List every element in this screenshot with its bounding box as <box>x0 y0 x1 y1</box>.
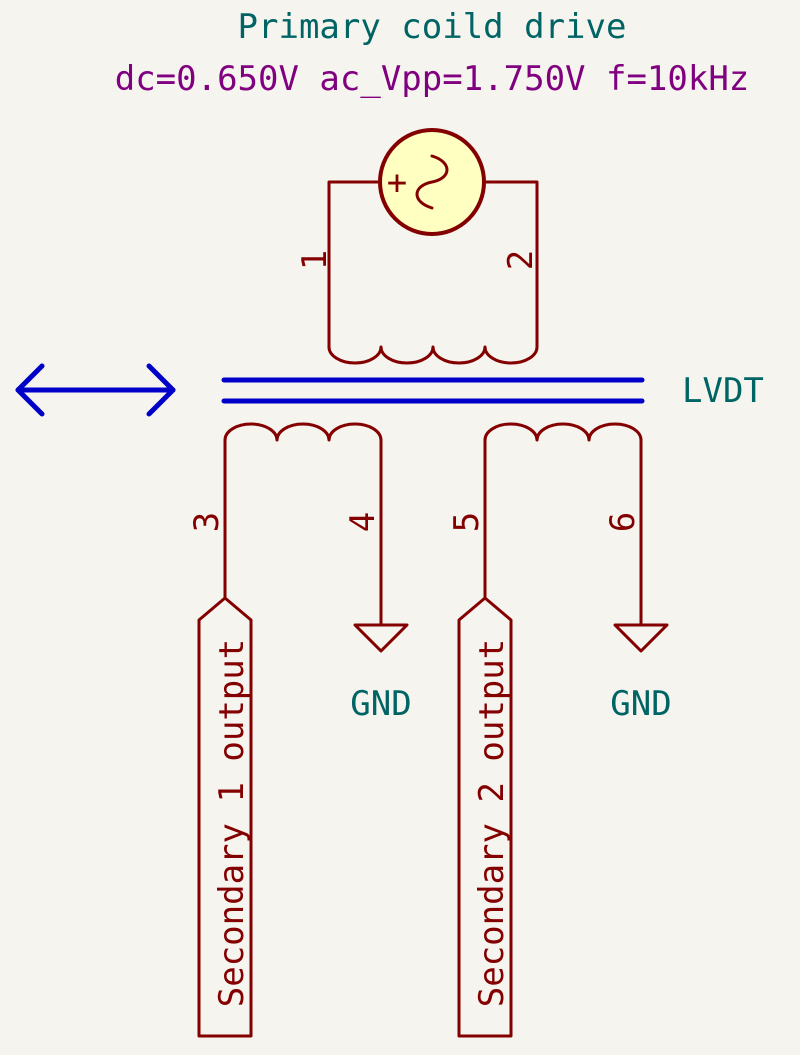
source-plus-sign: + <box>387 163 407 203</box>
pin-2-label: 2 <box>501 250 541 270</box>
pin-6-label: 6 <box>603 512 643 532</box>
ground-icon <box>353 623 409 653</box>
primary-wire-right <box>482 180 539 349</box>
secondary-2-output-label[interactable]: Secondary 2 output <box>457 596 513 1038</box>
gnd-symbol-2[interactable]: GND <box>610 623 672 724</box>
gnd-symbol-1[interactable]: GND <box>350 623 412 724</box>
secondary-1-output-text: Secondary 1 output <box>212 639 252 1007</box>
secondary-coil-1 <box>223 422 383 442</box>
primary-wire-left <box>327 180 382 349</box>
secondary-2-output-text: Secondary 2 output <box>472 639 512 1007</box>
pin-3-label: 3 <box>187 512 227 532</box>
core-motion-arrow-icon <box>15 363 176 417</box>
primary-drive-title: Primary coild drive <box>238 7 627 47</box>
gnd-label-1: GND <box>350 684 411 724</box>
drive-parameters: dc=0.650V ac_Vpp=1.750V f=10kHz <box>115 59 750 99</box>
primary-coil <box>327 345 539 365</box>
secondary-1-output-label[interactable]: Secondary 1 output <box>197 596 253 1038</box>
ac-voltage-source[interactable]: + <box>378 128 486 236</box>
secondary-coil-2 <box>483 422 643 442</box>
pin-5-label: 5 <box>447 512 487 532</box>
gnd-label-2: GND <box>610 684 671 724</box>
component-reference: LVDT <box>682 371 764 411</box>
pin-1-label: 1 <box>295 250 335 270</box>
pin-4-label: 4 <box>343 512 383 532</box>
sine-wave-icon <box>415 154 449 210</box>
ground-icon <box>613 623 669 653</box>
